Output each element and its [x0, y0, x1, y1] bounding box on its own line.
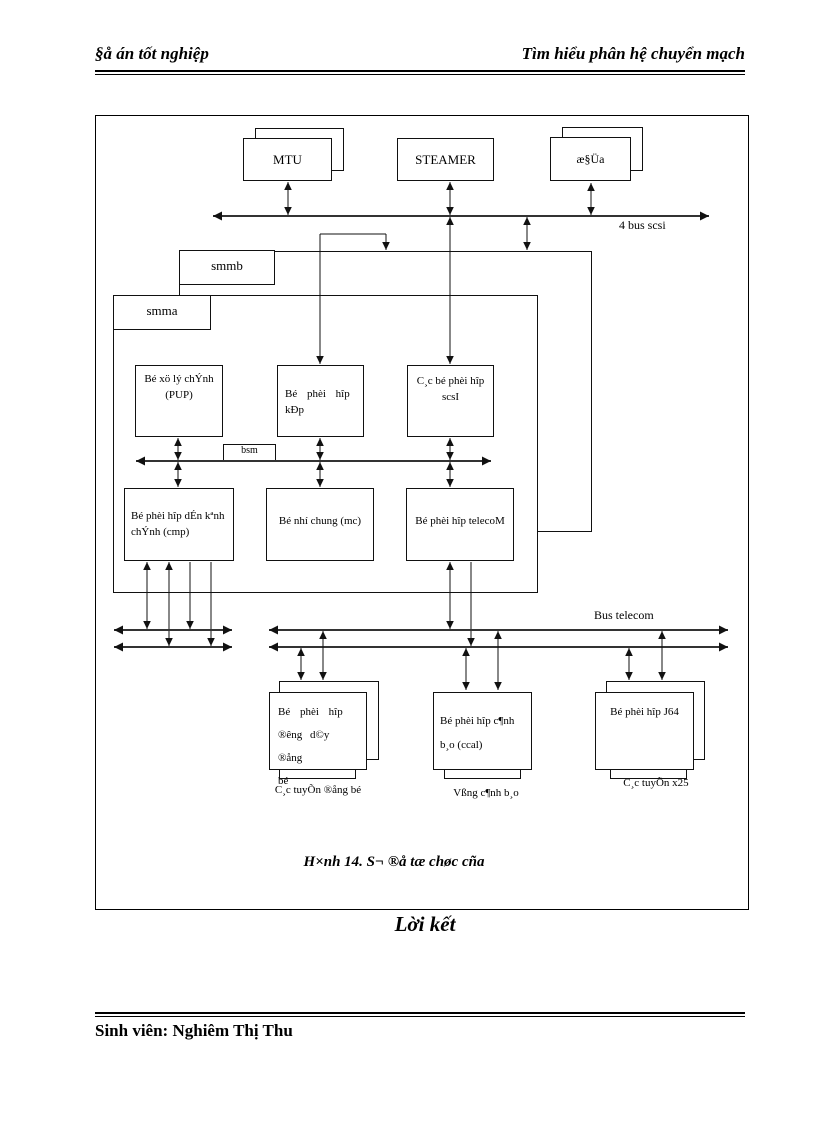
architecture-diagram: MTU STEAMER æ§Üa 4 bus scsi smmb smma Bé… — [95, 115, 749, 910]
footer-rule — [95, 1012, 745, 1017]
cmp-line2: chÝnh (cmp) — [131, 525, 190, 538]
alarm-ring-label: Vßng c¶nh b¸o — [453, 787, 519, 799]
j64-pedestal — [610, 770, 687, 779]
x25-lines-label: C¸c tuyÕn x25 — [623, 777, 689, 789]
scsi-adapters-box: C¸c bé phèi hîp scsI — [407, 365, 494, 437]
scsi-bus-label: 4 bus scsi — [619, 218, 666, 232]
j64-box: Bé phèi hîp J64 — [595, 692, 694, 770]
smma-tab: smma — [113, 295, 211, 330]
figure-caption: H×nh 14. S¬ ®å tæ chøc cña — [303, 854, 485, 870]
telecom-adapter-box: Bé phèi hîp telecoM — [406, 488, 514, 561]
sync-line1: Bé phèi hîp — [278, 706, 343, 718]
alarm-box: Bé phèi hîp c¶nh b¸o (ccal) — [433, 692, 532, 770]
mtu-box: MTU — [243, 138, 332, 181]
footer-text: Sinh viên: Nghiêm Thị Thu — [95, 1021, 293, 1040]
pup-line2: (PUP) — [165, 388, 193, 401]
sync-pedestal — [279, 770, 356, 779]
sync-line3: bé — [278, 775, 289, 788]
telecom-bus-label: Bus telecom — [594, 608, 654, 622]
kep-line1: Bé phèi hîp — [285, 388, 350, 400]
scsi-adapters-line2: scsI — [441, 390, 460, 403]
pup-line1: Bé xö lý chÝnh — [144, 373, 214, 385]
header-rule — [95, 70, 745, 75]
steamer-box: STEAMER — [397, 138, 494, 181]
sync-lines-label: C¸c tuyÕn ®ång bé — [274, 784, 362, 796]
header-right: Tìm hiểu phân hệ chuyển mạch — [521, 44, 745, 63]
smmb-tab: smmb — [179, 250, 275, 285]
pup-box: Bé xö lý chÝnh (PUP) — [135, 365, 223, 437]
closing-text: Lời kết — [394, 912, 456, 936]
alarm-line2: b¸o (ccal) — [440, 739, 483, 752]
sync-box: Bé phèi hîp ®êng d©y ®ång bé — [269, 692, 367, 787]
sync-line2: ®êng d©y ®ång — [278, 729, 330, 765]
bsm-bus-tag: bsm — [223, 444, 276, 461]
alarm-pedestal — [444, 770, 521, 779]
kep-line2: kÐp — [285, 403, 304, 416]
scsi-adapters-line1: C¸c bé phèi hîp — [416, 375, 485, 387]
cmp-line1: Bé phèi hîp dÉn kªnh — [131, 510, 225, 522]
kep-box: Bé phèi hîp kÐp — [277, 365, 364, 437]
disk-box: æ§Üa — [550, 137, 631, 181]
mc-box: Bé nhí chung (mc) — [266, 488, 374, 561]
header-left: §å án tốt nghiệp — [95, 44, 209, 63]
alarm-line1: Bé phèi hîp c¶nh — [440, 715, 515, 727]
cmp-box: Bé phèi hîp dÉn kªnh chÝnh (cmp) — [124, 488, 234, 561]
